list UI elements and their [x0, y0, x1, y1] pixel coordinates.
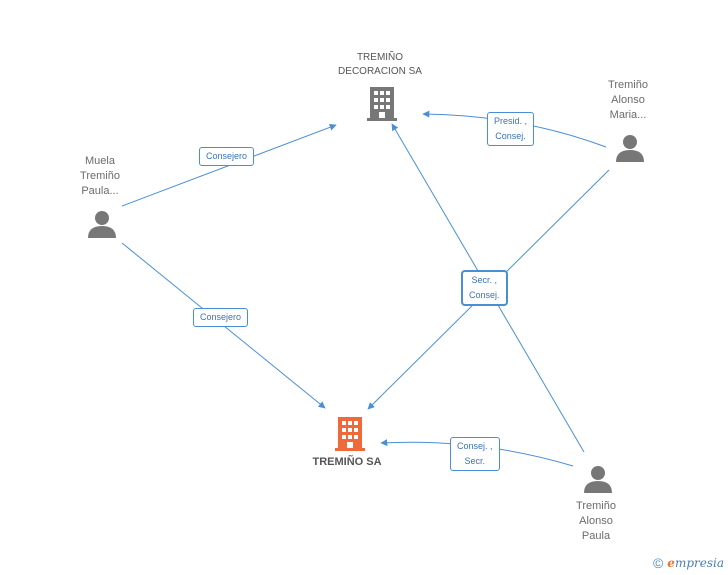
building-icon — [367, 87, 397, 121]
edge-label-paula-tremino[interactable]: Consej. , Secr. — [450, 437, 500, 471]
person-name-line: Alonso — [579, 515, 613, 527]
person-label-alonso-paula[interactable]: Tremiño Alonso Paula — [556, 499, 636, 544]
edge-label-muela-decoracion[interactable]: Consejero — [199, 147, 255, 166]
person-name-line: Paula... — [81, 185, 119, 197]
edge-role: Presid. , — [494, 116, 528, 126]
edge-role: Secr. — [464, 456, 486, 466]
person-name-line: Alonso — [611, 94, 645, 106]
person-name-line: Maria... — [609, 109, 647, 121]
person-label-alonso-maria[interactable]: Tremiño Alonso Maria... — [588, 78, 668, 123]
person-icon-muela — [88, 211, 116, 238]
edge-label-multi[interactable]: Secr. , Consej. — [462, 271, 507, 305]
company-label-tremino-sa[interactable]: TREMIÑO SA — [297, 455, 397, 470]
edge-role: Consej. , — [457, 441, 493, 451]
footer-brand: © empresia — [653, 555, 724, 571]
edge-role: Secr. , — [471, 275, 498, 285]
edge-label-muela-tremino[interactable]: Consejero — [193, 308, 249, 327]
edge-label-maria-decoracion[interactable]: Presid. , Consej. — [487, 112, 535, 146]
edge-role: Consej. — [469, 290, 500, 300]
brand-logo[interactable]: empresia — [667, 556, 724, 570]
company-name-line: TREMIÑO SA — [312, 456, 382, 468]
person-name-line: Tremiño — [80, 170, 120, 182]
person-name-line: Tremiño — [608, 79, 648, 91]
company-name-line: DECORACION SA — [338, 66, 422, 77]
person-icon-alonso-paula — [584, 466, 612, 493]
edge-role: Consej. — [495, 131, 526, 141]
person-name-line: Tremiño — [576, 500, 616, 512]
company-name-line: TREMIÑO — [356, 52, 404, 63]
copyright-icon: © — [652, 555, 664, 571]
person-label-muela[interactable]: Muela Tremiño Paula... — [60, 154, 140, 199]
person-icon-alonso-maria — [616, 135, 644, 162]
person-name-line: Paula — [581, 530, 611, 542]
building-icon-focus — [335, 417, 365, 451]
edge-role: Consejero — [200, 312, 242, 322]
company-label-decoracion[interactable]: TREMIÑO DECORACION SA — [330, 51, 430, 79]
edge-role: Consejero — [206, 151, 248, 161]
person-name-line: Muela — [85, 155, 115, 167]
